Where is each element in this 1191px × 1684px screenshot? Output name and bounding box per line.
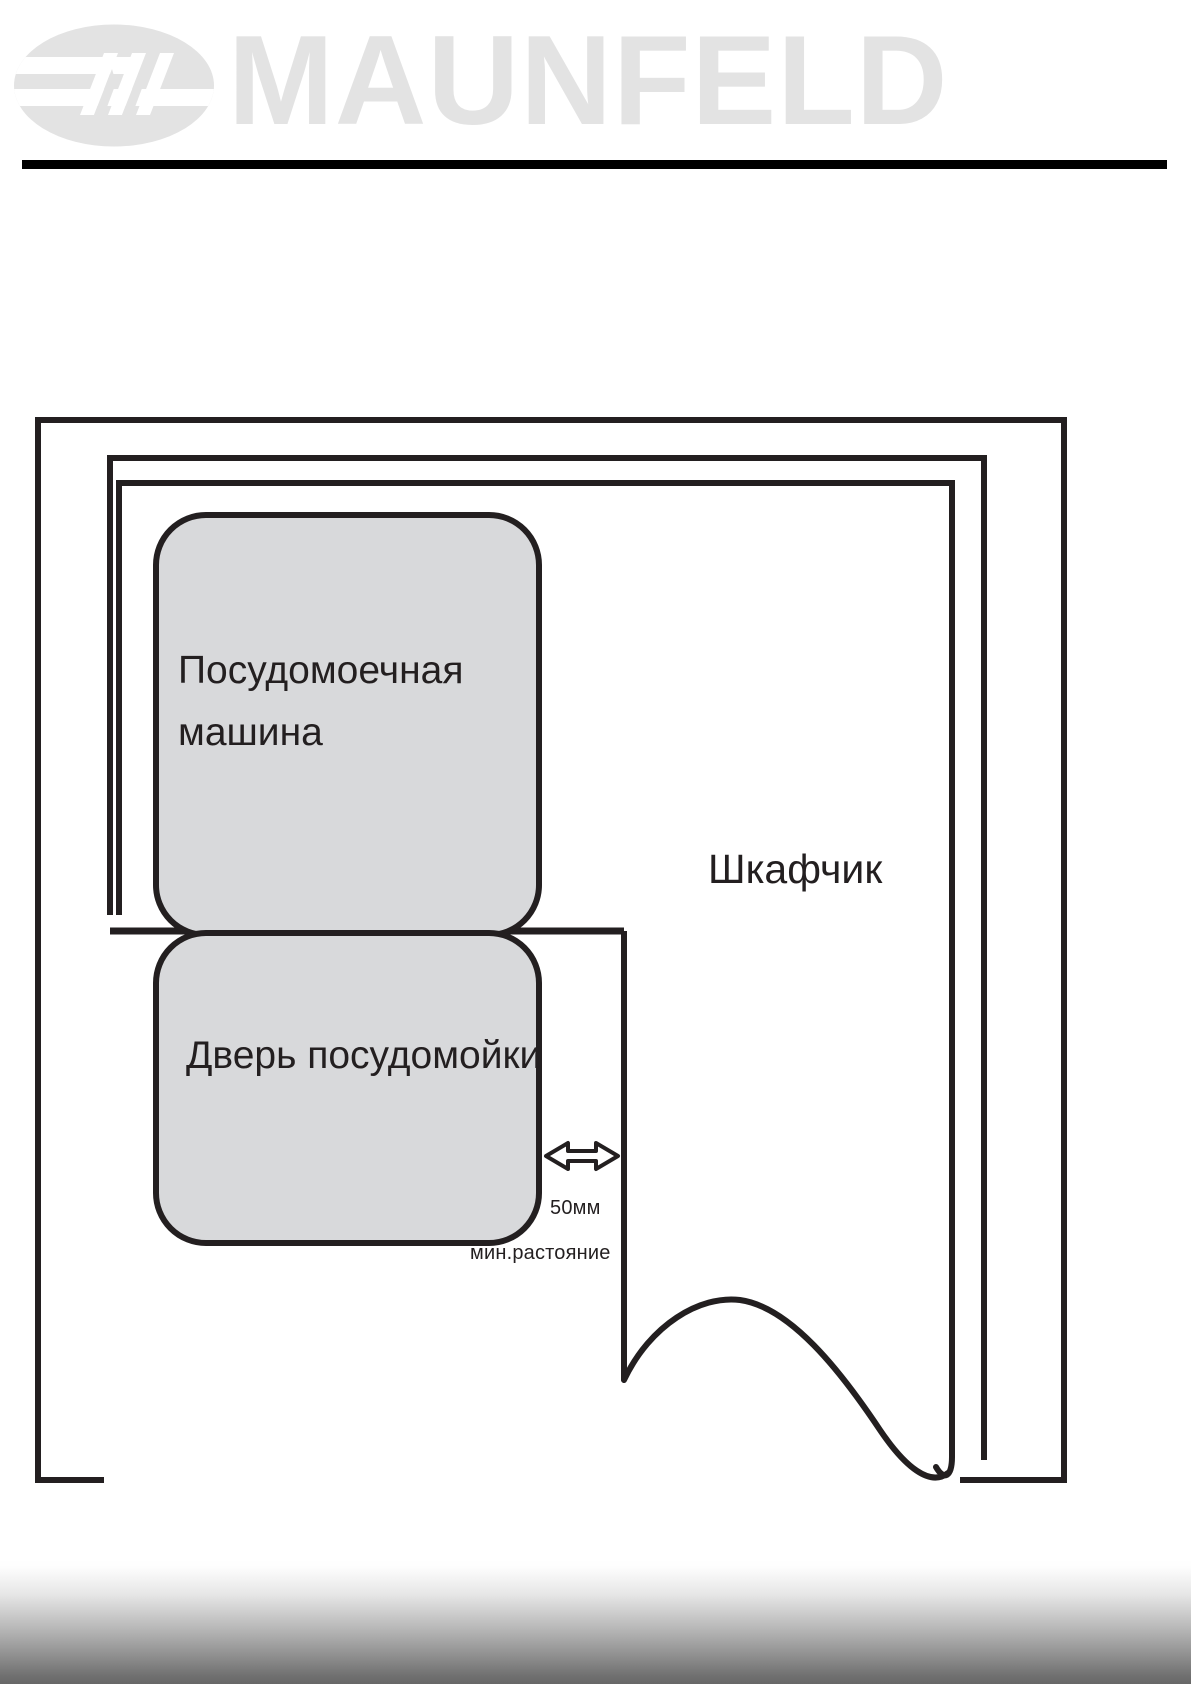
gap-dimension-note: мин.растояние bbox=[470, 1242, 611, 1264]
gap-dimension-value: 50мм bbox=[550, 1197, 601, 1219]
maunfeld-ellipse-m-logo-icon bbox=[8, 23, 220, 148]
dishwasher-door-box bbox=[153, 930, 542, 1246]
brand-wordmark: MAUNFELD bbox=[228, 9, 949, 151]
torn-edge-wave bbox=[621, 1296, 951, 1481]
cabinet-inner-right-tail bbox=[933, 1297, 955, 1479]
cabinet-label: Шкафчик bbox=[708, 846, 883, 892]
dishwasher-label: Посудомоечная машина bbox=[178, 649, 464, 754]
installation-diagram: Посудомоечная машина Дверь посудомойки Ш… bbox=[0, 395, 1191, 1525]
diagram-canvas bbox=[35, 417, 1067, 1490]
footer-gradient-band bbox=[0, 1560, 1191, 1684]
gap-dimension-arrow-icon bbox=[544, 1141, 620, 1171]
dishwasher-door-label: Дверь посудомойки bbox=[186, 1034, 542, 1077]
header-rule bbox=[22, 160, 1167, 169]
brand-header: MAUNFELD bbox=[0, 0, 1191, 185]
